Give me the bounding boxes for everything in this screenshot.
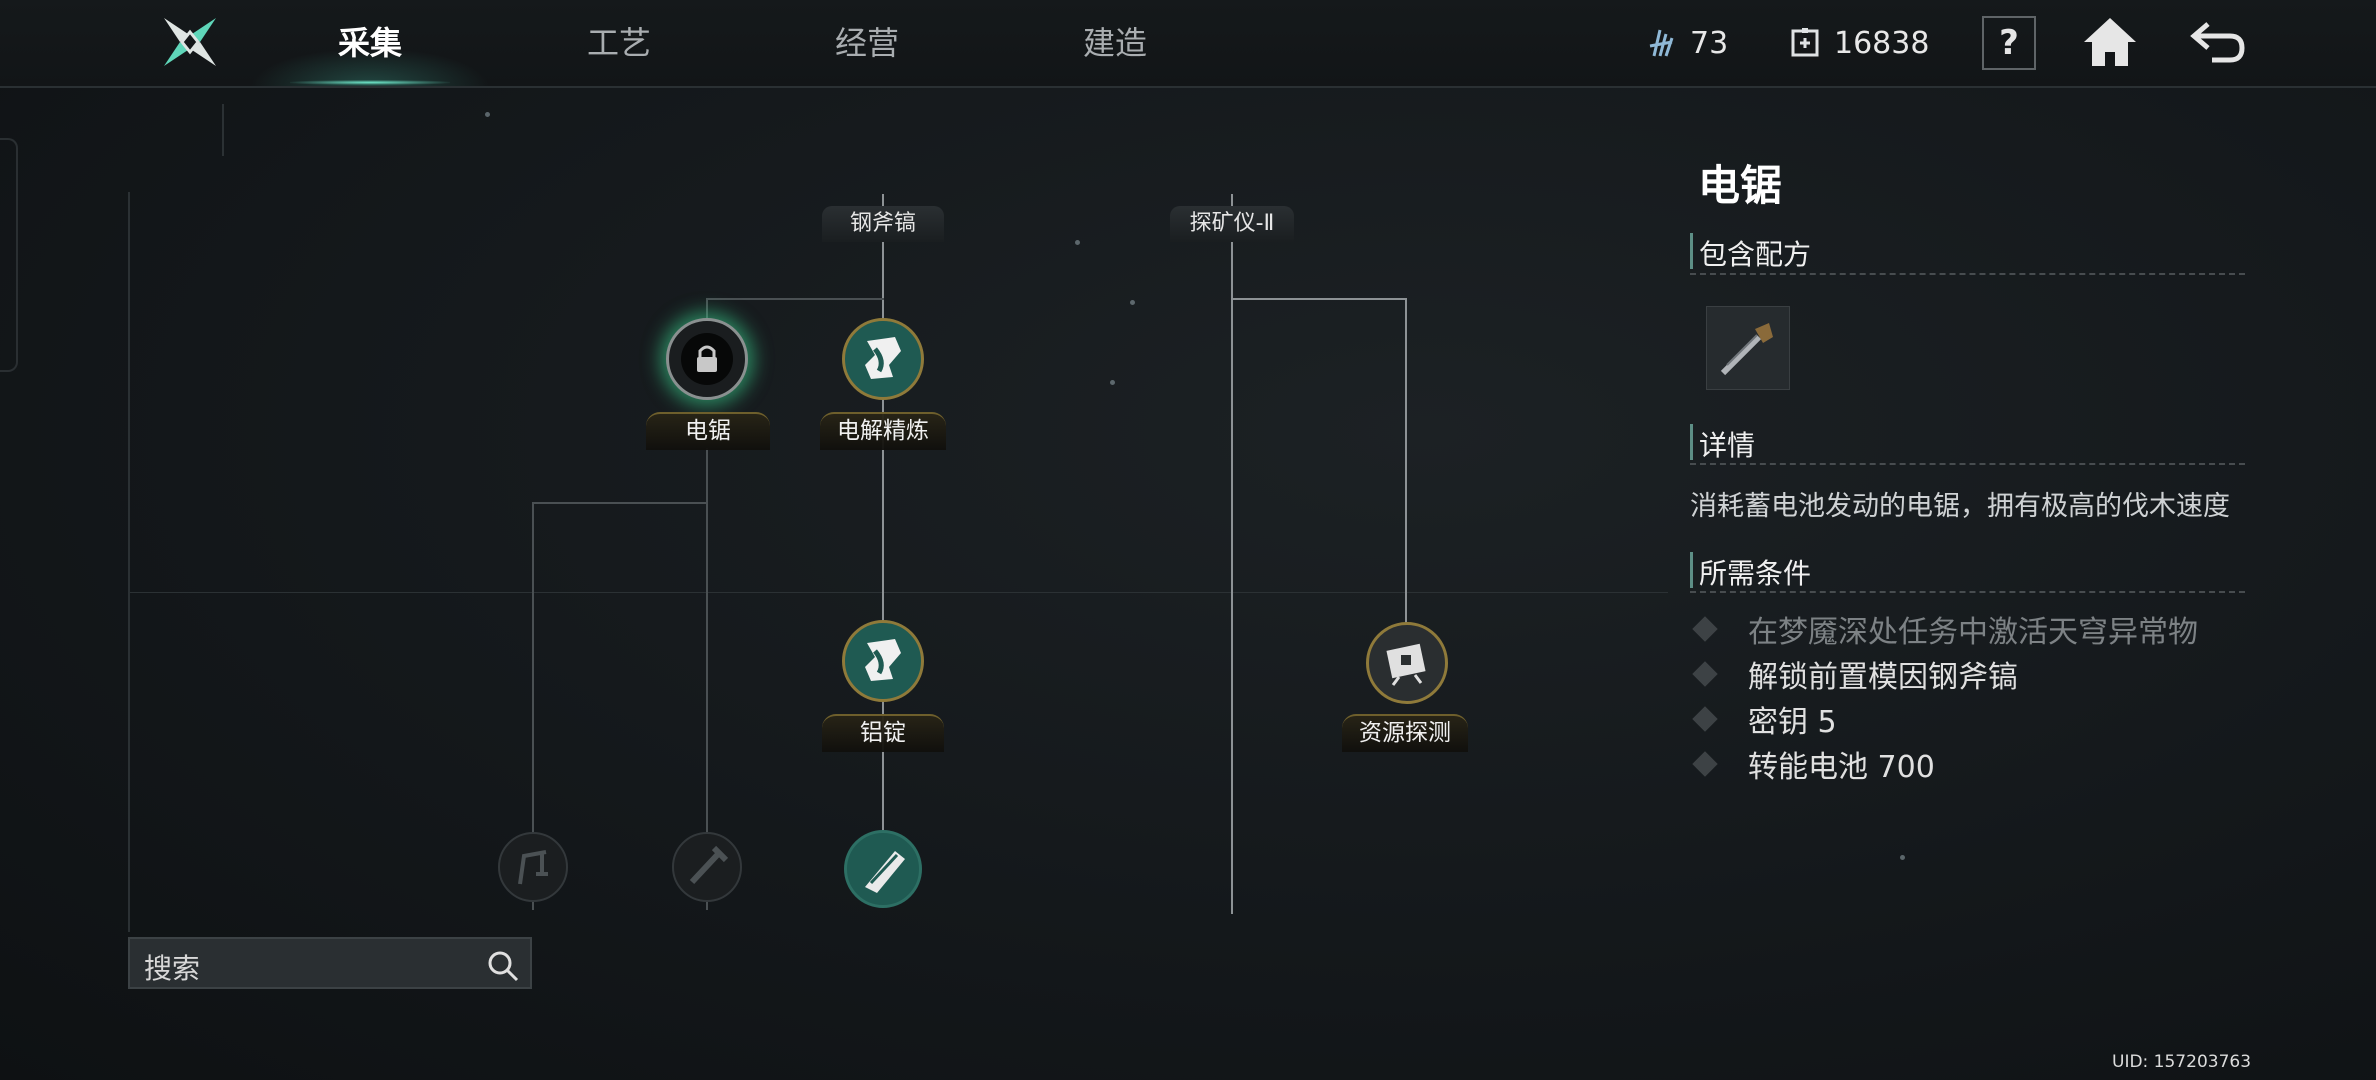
node-advanced-tool[interactable] [844, 830, 922, 908]
user-id: UID: 157203763 [2112, 1052, 2252, 1072]
node-aluminum-ingot[interactable] [842, 620, 924, 702]
help-label: ? [1999, 23, 2019, 63]
tree-head-detector[interactable]: 探矿仪-Ⅱ [1170, 206, 1294, 242]
tree-connector [706, 448, 708, 910]
tree-connector [1405, 298, 1407, 624]
dust-particle [1900, 855, 1905, 860]
requirement-text: 解锁前置模因钢斧镐 [1748, 660, 2018, 695]
detector-icon [1386, 643, 1426, 686]
crystal-currency: 73 [1646, 20, 1728, 66]
chainsaw-item-icon [1720, 323, 1773, 376]
tree-connector [1231, 194, 1233, 914]
requirement-text: 转能电池 700 [1748, 750, 1935, 785]
dust-particle [1075, 240, 1080, 245]
divider [1690, 273, 2245, 275]
node-electrolysis[interactable] [842, 318, 924, 400]
search-input[interactable]: 搜索 [128, 937, 532, 989]
node-label-ingot: 铝锭 [822, 714, 944, 752]
tree-connector [532, 502, 708, 504]
node-locked-tool-a[interactable] [498, 832, 568, 902]
node-locked-tool-b[interactable] [672, 832, 742, 902]
node-chainsaw[interactable] [666, 318, 748, 400]
bullet-diamond-icon [1692, 616, 1718, 642]
tree-connector [706, 298, 708, 318]
detail-title: 电锯 [1698, 161, 1783, 210]
side-drawer-handle[interactable] [0, 138, 18, 372]
requirement-item: 在梦魇深处任务中激活天穹异常物 [1690, 609, 2198, 650]
ingot-icon [865, 639, 901, 681]
key-currency-icon [1791, 28, 1819, 57]
divider [1690, 463, 2245, 465]
node-label-chainsaw: 电锯 [646, 412, 770, 450]
dust-particle [1130, 300, 1135, 305]
requirement-text: 密钥 5 [1748, 705, 1837, 740]
top-bar: 采集 工艺 经营 建造 73 16838 ? [0, 0, 2376, 88]
node-label-electrolysis: 电解精炼 [820, 412, 946, 450]
divider [222, 104, 224, 156]
key-count: 16838 [1834, 25, 1930, 61]
saw-tool-icon [865, 851, 905, 893]
recipes-heading: 包含配方 [1690, 233, 2245, 271]
search-placeholder: 搜索 [144, 952, 201, 985]
bullet-diamond-icon [1692, 751, 1718, 777]
back-icon[interactable] [2188, 14, 2248, 70]
tree-connector [1231, 298, 1405, 300]
bullet-diamond-icon [1692, 706, 1718, 732]
item-description: 消耗蓄电池发动的电锯，拥有极高的伐木速度 [1690, 491, 2230, 522]
requirement-item: 解锁前置模因钢斧镐 [1690, 654, 2018, 695]
drill-icon [689, 845, 729, 885]
game-logo-icon [164, 18, 216, 66]
requirement-item: 转能电池 700 [1690, 744, 1935, 785]
tab-gather[interactable]: 采集 [337, 24, 402, 62]
search-icon[interactable] [486, 949, 520, 983]
dust-particle [485, 112, 490, 117]
tree-frame [128, 592, 1668, 593]
tree-frame [128, 192, 130, 592]
requirement-item: 密钥 5 [1690, 699, 1837, 740]
hoist-icon [518, 850, 548, 885]
refining-icon [865, 337, 901, 379]
tab-craft[interactable]: 工艺 [586, 24, 651, 62]
details-heading: 详情 [1690, 424, 2245, 462]
dust-particle [1110, 380, 1115, 385]
tree-connector [706, 298, 884, 300]
requirement-text: 在梦魇深处任务中激活天穹异常物 [1748, 615, 2198, 650]
crystal-icon [1649, 29, 1674, 57]
node-label-detection: 资源探测 [1342, 714, 1468, 752]
active-tab-underline [290, 80, 450, 85]
divider [1690, 591, 2245, 593]
node-resource-detection[interactable] [1366, 622, 1448, 704]
crystal-count: 73 [1690, 25, 1729, 61]
lock-icon [681, 333, 733, 385]
tree-frame [128, 592, 130, 932]
tree-connector [882, 194, 884, 894]
tab-build[interactable]: 建造 [1082, 24, 1147, 62]
help-button[interactable]: ? [1982, 16, 2036, 70]
requirements-heading: 所需条件 [1690, 552, 2245, 590]
tab-manage[interactable]: 经营 [834, 24, 899, 62]
active-tab-glow [250, 48, 490, 86]
home-icon[interactable] [2080, 14, 2140, 70]
bullet-diamond-icon [1692, 661, 1718, 687]
tree-head-steel-axe[interactable]: 钢斧镐 [822, 206, 944, 242]
recipe-slot-chainsaw[interactable] [1706, 306, 1790, 390]
key-currency: 16838 [1790, 20, 1929, 66]
tree-connector [532, 502, 534, 910]
